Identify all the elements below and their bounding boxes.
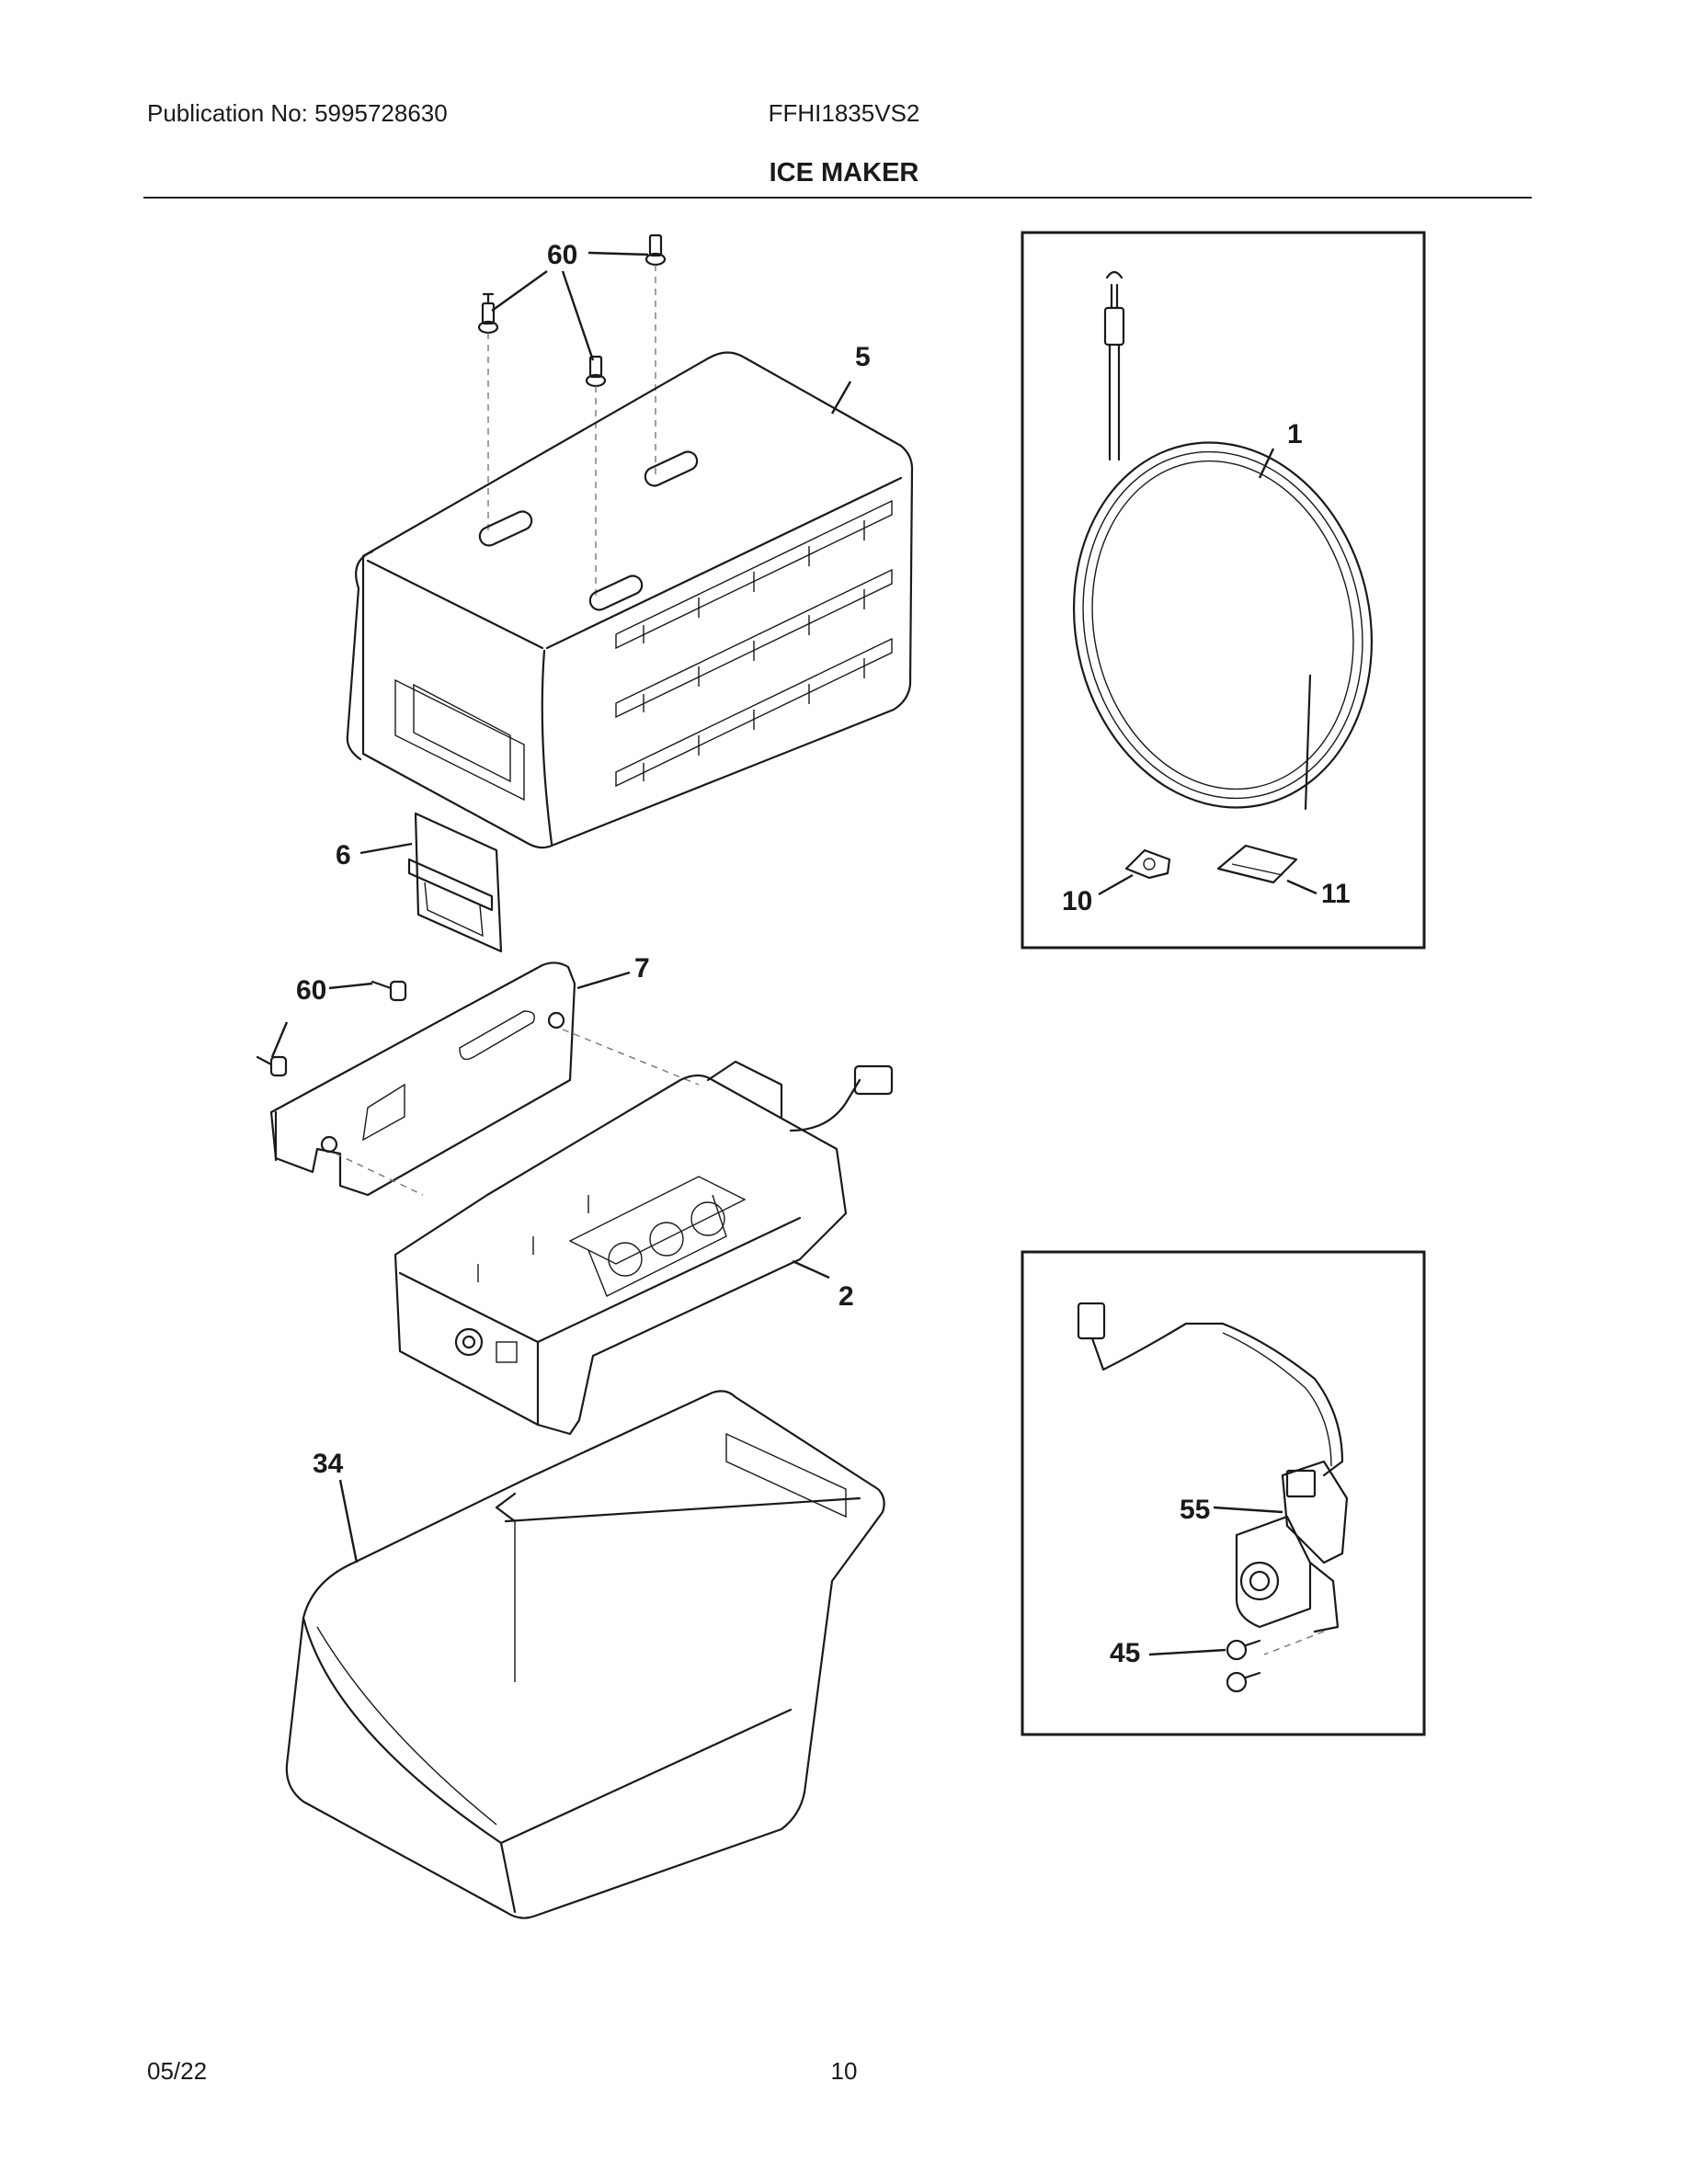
footer-date: 05/22 bbox=[147, 2057, 208, 2085]
callout-1: 1 bbox=[1287, 419, 1303, 449]
inset-box-water-valve bbox=[1021, 1250, 1426, 1736]
callout-60-top: 60 bbox=[547, 240, 577, 270]
callout-2: 2 bbox=[838, 1281, 854, 1312]
publication-number: Publication No: 5995728630 bbox=[147, 99, 448, 127]
callout-5: 5 bbox=[855, 342, 871, 372]
part-11-clip bbox=[1216, 844, 1298, 884]
part-5-cover bbox=[346, 351, 914, 849]
callout-11: 11 bbox=[1321, 879, 1351, 909]
part-6-flap bbox=[407, 812, 503, 953]
callout-55: 55 bbox=[1180, 1495, 1210, 1525]
callout-6: 6 bbox=[336, 840, 351, 870]
part-34-ice-bucket bbox=[285, 1390, 885, 1919]
screw-60-top-right bbox=[644, 233, 667, 267]
part-45-screws bbox=[1226, 1639, 1261, 1693]
title-rule bbox=[143, 197, 1532, 199]
page-title: ICE MAKER bbox=[769, 158, 919, 188]
part-10-clip bbox=[1124, 848, 1171, 880]
callout-7: 7 bbox=[634, 953, 650, 984]
model-number: FFHI1835VS2 bbox=[768, 99, 920, 127]
callout-10: 10 bbox=[1062, 886, 1092, 916]
screw-60-lower-top bbox=[371, 980, 407, 1002]
page-number: 10 bbox=[830, 2057, 858, 2085]
screw-60-top-center bbox=[585, 355, 607, 388]
callout-34: 34 bbox=[313, 1449, 344, 1479]
part-55-water-valve bbox=[1077, 1302, 1349, 1655]
part-1-fill-tube bbox=[1072, 270, 1374, 811]
part-2-ice-maker-assembly bbox=[393, 1060, 894, 1436]
inset-box-tubing bbox=[1021, 231, 1426, 950]
callout-45: 45 bbox=[1110, 1638, 1140, 1668]
part-7-bracket bbox=[269, 961, 576, 1197]
callout-60-lower: 60 bbox=[296, 975, 326, 1006]
screw-60-lower-bottom bbox=[256, 1055, 288, 1077]
screw-60-top-left bbox=[477, 292, 499, 335]
